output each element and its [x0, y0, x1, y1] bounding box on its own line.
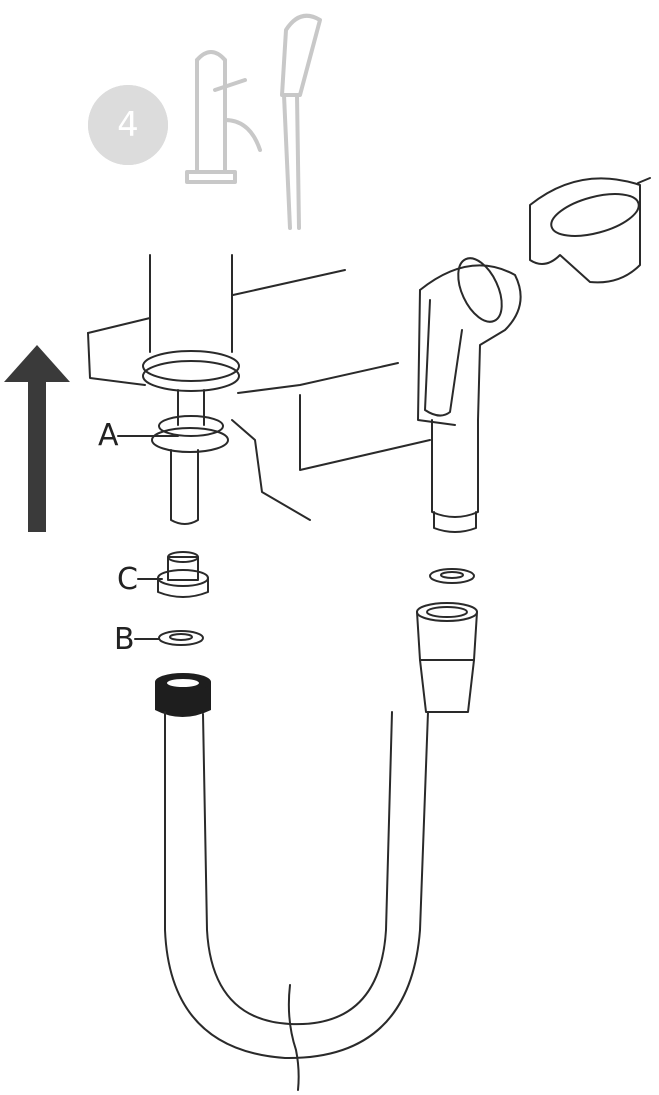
up-arrow-icon — [4, 345, 70, 532]
hand-spray-head — [417, 257, 522, 533]
callout-label-a: A — [98, 418, 119, 453]
faucet-body — [142, 254, 240, 525]
spray-washer — [429, 568, 475, 584]
callout-label-b: B — [114, 622, 135, 657]
knurled-hose-nut — [155, 673, 211, 717]
step-number-badge: 4 — [88, 85, 168, 165]
flexible-hose — [164, 711, 429, 1091]
spray-washer-inner — [440, 571, 464, 579]
washer-b-inner — [169, 633, 193, 641]
callout-label-c: C — [117, 562, 138, 597]
wall-bracket — [529, 177, 651, 284]
countertop — [87, 269, 431, 521]
hose-connector — [416, 602, 478, 713]
adapter-nut — [157, 551, 209, 598]
